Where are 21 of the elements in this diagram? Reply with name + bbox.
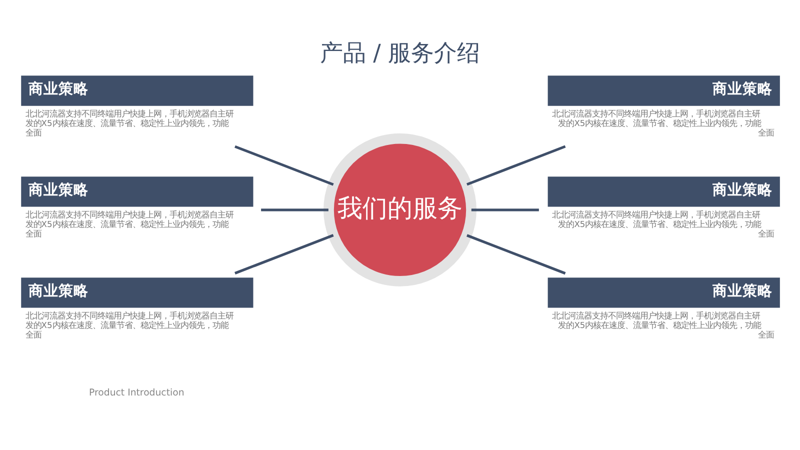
node-box: 商业策略 xyxy=(21,176,254,207)
node-box: 商业策略 xyxy=(548,176,780,207)
node-label: 北北河流器支持不同终端用户快捷上网，手机浏览器自主研发的X5内核在速度、流量节省、稳定性上业内领先，功能全面 xyxy=(25,210,234,238)
node-box: 商业策略 xyxy=(21,76,254,106)
node-label: 北北河流器支持不同终端用户快捷上网，手机浏览器自主研发的X5内核在速度、流量节省、稳定性上业内领先，功能全面 xyxy=(552,108,774,138)
connector xyxy=(261,208,328,212)
node-label: 北北河流器支持不同终端用户快捷上网，手机浏览器自主研发的X5内核在速度、流量节省、稳定性上业内领先，功能全面 xyxy=(25,108,234,138)
node-label: 北北河流器支持不同终端用户快捷上网，手机浏览器自主研发的X5内核在速度、流量节省、稳定性上业内领先，功能全面 xyxy=(25,310,234,340)
label: Product Introduction xyxy=(89,387,184,398)
connector xyxy=(234,145,334,186)
connector xyxy=(234,234,334,274)
node-label: 北北河流器支持不同终端用户快捷上网，手机浏览器自主研发的X5内核在速度、流量节省、稳定性上业内领先，功能全面 xyxy=(552,210,774,238)
connector xyxy=(471,208,539,212)
connector xyxy=(466,234,566,275)
node-box: 商业策略 xyxy=(548,76,780,106)
node-label: 北北河流器支持不同终端用户快捷上网，手机浏览器自主研发的X5内核在速度、流量节省、稳定性上业内领先，功能全面 xyxy=(552,310,774,340)
node-circle: 我们的服务 xyxy=(324,133,476,286)
node-box: 商业策略 xyxy=(548,278,780,308)
node-box: 商业策略 xyxy=(21,278,254,308)
diagram-title: 产品 / 服务介绍 xyxy=(320,40,480,67)
connector xyxy=(466,145,566,186)
